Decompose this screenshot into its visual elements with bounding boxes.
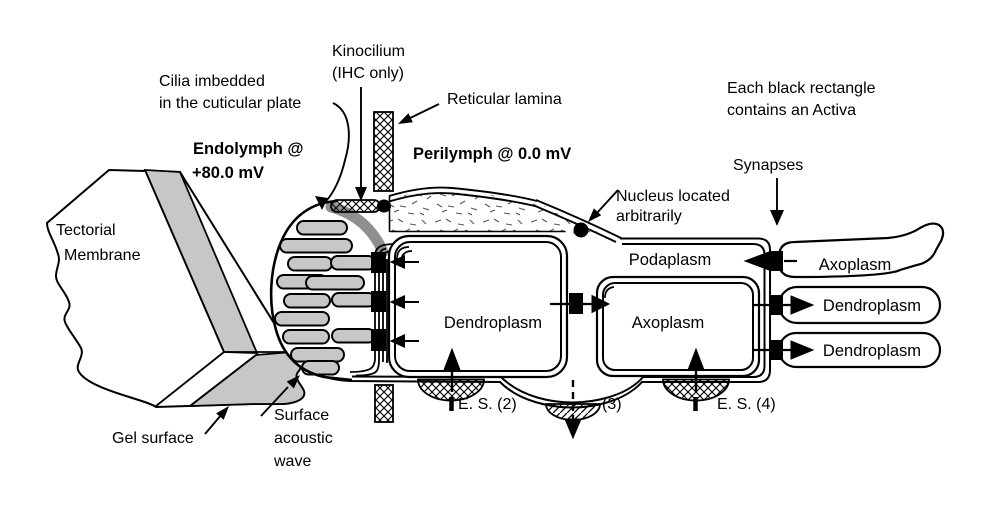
external-dendroplasm-upper-label: Dendroplasm	[823, 297, 921, 315]
podaplasm-label: Podaplasm	[629, 251, 712, 269]
dendroplasm-label: Dendroplasm	[444, 314, 542, 332]
tectorial-face-edges	[144, 169, 292, 407]
activa-note-line2: contains an Activa	[727, 102, 856, 119]
dendro-to-axo-arrowhead	[591, 294, 611, 314]
es4-label: E. S. (4)	[717, 396, 776, 413]
kinocilium-label-line1: Kinocilium	[332, 43, 405, 60]
cell-apex-outline	[269, 199, 353, 382]
text-labels: Cilia imbedded in the cuticular plate Ki…	[112, 43, 876, 470]
apical-cytoplasm-speckle	[390, 190, 612, 240]
reticular-callout-arrow	[405, 103, 440, 121]
saw-label-line3: wave	[273, 453, 311, 470]
cilia-label-line2: in the cuticular plate	[159, 95, 301, 112]
activa-rect	[769, 251, 783, 271]
es3-label: (3)	[602, 396, 622, 413]
endolymph-label-line1: Endolymph @	[193, 140, 304, 158]
cilium-bar	[283, 293, 331, 309]
external-dendroplasm-lower-label: Dendroplasm	[823, 342, 921, 360]
reticular-lamina-upper-bar	[373, 111, 394, 192]
cilium-bar	[279, 238, 353, 254]
gel-surface-callout-arrow	[204, 413, 223, 435]
cilium-bar	[305, 275, 365, 291]
activa-rect	[371, 252, 386, 273]
fold-curl	[604, 286, 615, 299]
tectorial-membrane: Tectorial Membrane	[45, 168, 306, 409]
nucleus	[573, 222, 589, 238]
perilymph-label: Perilymph @ 0.0 mV	[413, 145, 571, 163]
cilium-bar	[296, 220, 348, 236]
cilium-bar	[331, 328, 376, 344]
cuticular-plate-strip	[330, 199, 381, 213]
activa-rect	[371, 329, 386, 351]
stereocilia	[274, 220, 376, 376]
gel-surface-label: Gel surface	[112, 430, 194, 447]
dendroplasm-box: Dendroplasm	[387, 234, 569, 379]
endolymph-label-line2: +80.0 mV	[192, 164, 264, 182]
es2-label: E. S. (2)	[458, 396, 517, 413]
signal-arrows	[389, 251, 815, 440]
dendroplasm-inner	[394, 241, 562, 372]
external-axoplasm-label: Axoplasm	[819, 256, 891, 274]
axoplasm-outer	[595, 275, 761, 378]
cilia-callout-arrow	[325, 102, 350, 202]
nucleus-callout-arrow	[595, 189, 619, 215]
tectorial-label-line1: Tectorial	[56, 222, 116, 239]
cilia-label-line1: Cilia imbedded	[159, 73, 265, 90]
activa-rect	[371, 291, 386, 312]
synapses-label: Synapses	[733, 157, 803, 174]
dendroplasm-outer	[387, 234, 569, 379]
kinocilium-label-line2: (IHC only)	[332, 65, 404, 82]
activa-note-line1: Each black rectangle	[727, 80, 876, 97]
reticular-lamina-label: Reticular lamina	[447, 91, 562, 108]
cilium-bar	[331, 292, 376, 308]
cilium-bar	[330, 255, 376, 271]
axoplasm-box: Axoplasm	[595, 275, 761, 378]
apical-membrane	[388, 186, 623, 243]
nucleus-label-line1: Nucleus located	[616, 188, 730, 205]
saw-callout-arrow	[260, 386, 289, 417]
external-neurons: Axoplasm Dendroplasm Dendroplasm	[777, 222, 945, 369]
cilium-bar	[287, 256, 333, 272]
saw-label-line2: acoustic	[274, 430, 333, 447]
cilium-bar	[290, 347, 345, 363]
hair-cell-body	[269, 186, 771, 409]
cilium-bar	[282, 329, 330, 345]
cilia-input-arrows	[389, 254, 419, 349]
cilium-bar	[274, 311, 330, 327]
activa-rectangles	[371, 251, 783, 360]
reticular-lamina	[330, 111, 394, 423]
callout-arrows	[204, 87, 784, 435]
reticular-lamina-lower-bar	[374, 384, 394, 423]
tectorial-label-line2: Membrane	[64, 247, 141, 264]
nucleus-label-line2: arbitrarily	[616, 208, 682, 225]
kinocilium-base	[377, 199, 391, 213]
axoplasm-label: Axoplasm	[632, 314, 704, 332]
axoplasm-inner	[602, 282, 754, 371]
saw-label-line1: Surface	[274, 407, 329, 424]
